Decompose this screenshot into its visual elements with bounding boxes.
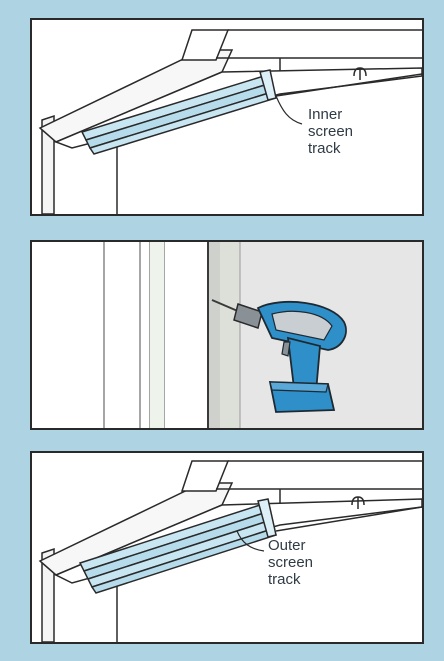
callout-line-1: Inner: [308, 106, 353, 123]
panel-inner-screen-track: Inner screen track: [30, 18, 424, 216]
drilling-illustration: [32, 242, 422, 428]
window-frame-illustration-top: [32, 20, 422, 214]
callout-line-2: screen: [268, 554, 313, 571]
callout-outer-screen-track: Outer screen track: [268, 537, 313, 588]
panel-outer-screen-track: Outer screen track: [30, 451, 424, 644]
window-frame-illustration-bottom: [32, 453, 422, 642]
panel-drilling: [30, 240, 424, 430]
callout-line-3: track: [308, 140, 353, 157]
callout-line-3: track: [268, 571, 313, 588]
callout-line-2: screen: [308, 123, 353, 140]
callout-inner-screen-track: Inner screen track: [308, 106, 353, 157]
callout-line-1: Outer: [268, 537, 313, 554]
